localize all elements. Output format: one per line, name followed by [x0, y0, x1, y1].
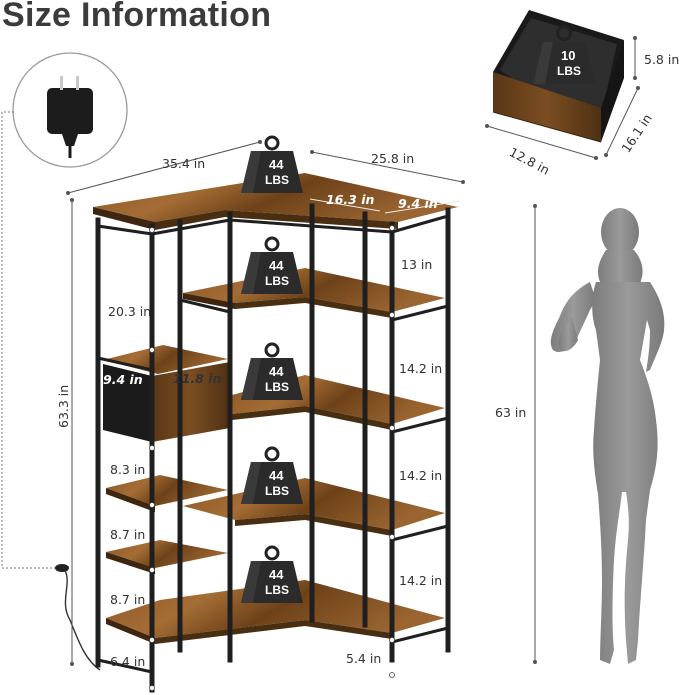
weight-icon-top: 44 LBS [239, 135, 305, 195]
weight-value: 44 [269, 258, 284, 273]
top-width-label: 35.4 in [162, 156, 206, 171]
left-gap-a-label: 8.3 in [110, 462, 146, 477]
box-depth-line [605, 87, 639, 156]
cord-leader-line [1, 111, 58, 569]
top-inner-b-label: 9.4 in [398, 196, 438, 211]
top-inner-a-line [309, 198, 381, 212]
right-gap-a-label: 14.2 in [399, 361, 443, 376]
weight-unit: LBS [265, 380, 289, 394]
plug-icon [12, 52, 128, 168]
left-gap-bottom-label: 6.4 in [110, 654, 146, 669]
weight-icon-bottom: 44 LBS [239, 545, 305, 605]
weight-icon [533, 25, 595, 84]
weight-value: 44 [269, 364, 284, 379]
weight-value: 44 [269, 567, 284, 582]
box-width-line [486, 125, 597, 159]
right-gap-top-label: 13 in [401, 257, 433, 272]
person-height-label: 63 in [495, 405, 527, 420]
page-title: Size Information [2, 0, 272, 34]
weight-value: 10 [561, 48, 576, 63]
power-cord [61, 565, 101, 671]
top-inner-b-line [384, 200, 461, 214]
weight-unit: LBS [265, 274, 289, 288]
cord-switch [55, 564, 69, 572]
weight-icon-shelf-2: 44 LBS [239, 236, 305, 296]
box-height-label: 5.8 in [644, 52, 679, 67]
top-depth-line [311, 151, 464, 183]
left-gap-c-label: 8.7 in [110, 592, 146, 607]
top-width-line [67, 141, 261, 194]
weight-unit: LBS [265, 484, 289, 498]
weight-value: 44 [269, 157, 284, 172]
right-gap-bottom-label: 5.4 in [346, 651, 382, 666]
weight-icon-box: 10 LBS [531, 24, 597, 86]
weight-unit: LBS [557, 64, 581, 78]
left-gap-top-label: 20.3 in [108, 304, 152, 319]
weight-unit: LBS [265, 583, 289, 597]
weight-value: 44 [269, 468, 284, 483]
right-gap-b-label: 14.2 in [399, 468, 443, 483]
left-gap-b-label: 8.7 in [110, 527, 146, 542]
weight-icon [241, 135, 303, 193]
weight-unit: LBS [265, 173, 289, 187]
top-inner-a-label: 16.3 in [326, 192, 375, 207]
weight-icon [241, 545, 303, 603]
weight-icon-shelf-3: 44 LBS [239, 342, 305, 402]
weight-icon [241, 446, 303, 504]
weight-icon [241, 342, 303, 400]
total-height-label: 63.3 in [56, 384, 71, 428]
gap-markers [149, 225, 395, 691]
top-depth-label: 25.8 in [371, 151, 415, 166]
weight-icon-shelf-4: 44 LBS [239, 446, 305, 506]
corner-bookshelf [93, 173, 458, 693]
right-gap-c-label: 14.2 in [399, 573, 443, 588]
woman-silhouette-icon [550, 208, 665, 664]
drawer-width-label: 11.8 in [173, 371, 222, 386]
weight-icon [241, 236, 303, 294]
drawer-depth-label: 9.4 in [103, 372, 143, 387]
